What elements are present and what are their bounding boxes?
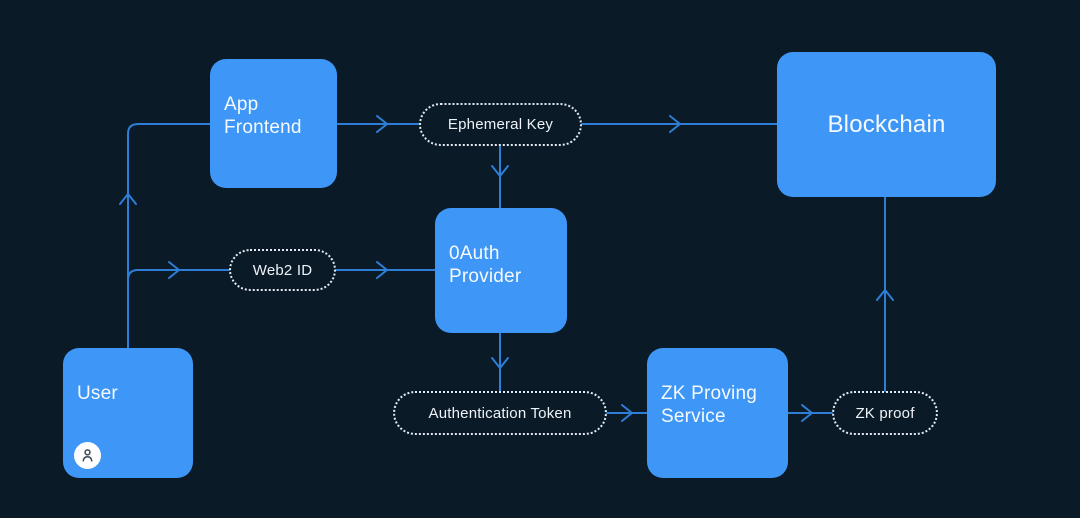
arrowhead-up-zk-proof-to-blockchain — [876, 289, 894, 301]
pill-authentication-token: Authentication Token — [393, 391, 607, 435]
arrowhead-right-web2-id-to-oauth — [376, 261, 388, 279]
arrowhead-right-authentication-token-to-zk-proving — [621, 404, 633, 422]
connector-user-to-app-frontend — [127, 123, 211, 349]
node-blockchain-label: Blockchain — [827, 110, 946, 138]
pill-ephemeral-key-label: Ephemeral Key — [447, 116, 554, 133]
node-oauth-provider-label: 0Auth Provider — [449, 243, 522, 288]
node-user-label: User — [77, 383, 118, 405]
arrowhead-up-user-to-app-frontend — [119, 193, 137, 205]
node-zk-proving-service-label: ZK Proving Service — [661, 383, 757, 428]
pill-web2-id: Web2 ID — [229, 249, 336, 291]
arrowhead-down-ephemeral-key-to-oauth — [491, 165, 509, 177]
arrowhead-right-ephemeral-key-to-blockchain — [669, 115, 681, 133]
node-oauth-provider: 0Auth Provider — [435, 208, 567, 333]
node-blockchain: Blockchain — [777, 52, 996, 197]
person-icon — [82, 449, 93, 462]
pill-authentication-token-label: Authentication Token — [428, 404, 572, 422]
node-zk-proving-service: ZK Proving Service — [647, 348, 788, 478]
node-app-frontend: App Frontend — [210, 59, 337, 188]
arrowhead-down-oauth-to-authentication-token — [491, 357, 509, 369]
pill-zk-proof: ZK proof — [832, 391, 938, 435]
arrowhead-right-app-frontend-to-ephemeral-key — [376, 115, 388, 133]
arrowhead-right-zk-proving-to-zk-proof — [801, 404, 813, 422]
node-app-frontend-label: App Frontend — [224, 94, 302, 139]
pill-ephemeral-key: Ephemeral Key — [419, 103, 582, 146]
pill-zk-proof-label: ZK proof — [855, 404, 915, 422]
node-user: User — [63, 348, 193, 478]
connector-user-to-web2-id — [127, 269, 230, 281]
user-avatar — [74, 442, 101, 469]
arrowhead-right-user-to-web2-id — [168, 261, 180, 279]
pill-web2-id-label: Web2 ID — [252, 261, 313, 279]
